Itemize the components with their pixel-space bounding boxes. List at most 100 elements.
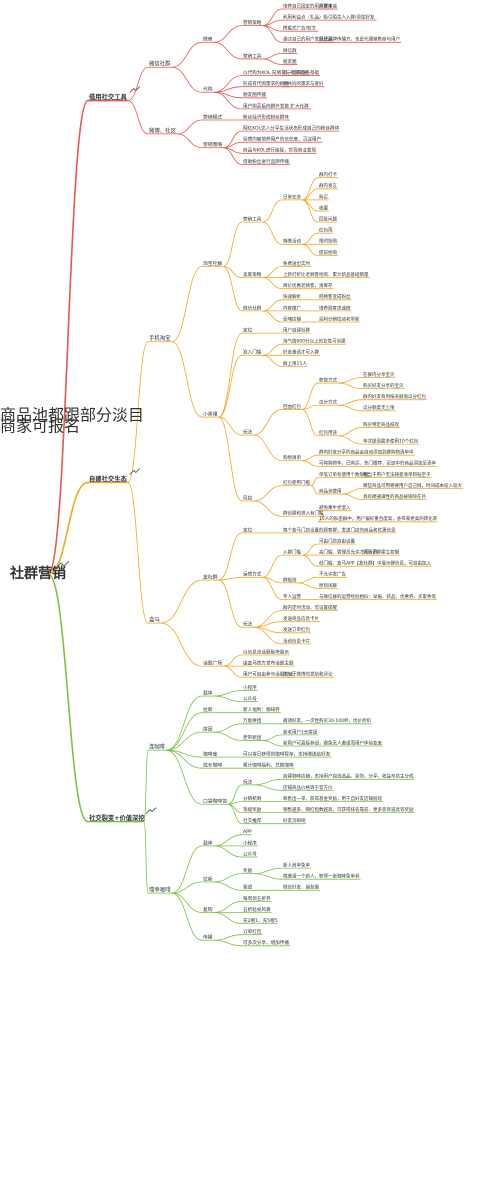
- topic-topic[interactable]: 营销工具: [243, 52, 262, 59]
- topic-topic[interactable]: 在群内分享宝贝: [363, 371, 395, 378]
- topic-topic[interactable]: 卖家策略: [243, 271, 262, 278]
- topic-topic[interactable]: 以信息流话题板块展示: [243, 648, 289, 655]
- topic-topic[interactable]: 老带新团: [243, 734, 262, 741]
- topic-topic[interactable]: 适用于群建立初期: [363, 549, 399, 556]
- topic-kol[interactable]: 网红KOL达人分享生活状态形成自己的粉丝群体: [243, 125, 340, 132]
- topic-topic[interactable]: 朋友亲戚: [319, 2, 337, 9]
- topic-topic[interactable]: 购买特定商品抵现: [363, 421, 399, 428]
- topic-topic[interactable]: 新人首单免单: [283, 862, 310, 869]
- topic-topic[interactable]: 返利分销拉动老带新: [319, 315, 360, 322]
- topic-topic[interactable]: 每周领五折券: [243, 895, 271, 902]
- topic-topic[interactable]: 微信群: [283, 47, 297, 54]
- topic-topic[interactable]: 原则闲聊: [319, 582, 337, 589]
- topic-kol[interactable]: 以代购为KOL 向朋友与亲戚辐射: [243, 69, 309, 76]
- topic-topic[interactable]: 限时抢购: [319, 238, 337, 245]
- topic-topic[interactable]: 奖励: [243, 867, 253, 874]
- topic-topic[interactable]: 连咖啡: [149, 743, 166, 751]
- topic-topic[interactable]: 日常任务: [283, 193, 301, 200]
- topic-topic[interactable]: 群内定时活动、可设置提醒: [283, 604, 337, 611]
- topic-topic[interactable]: 万能拼团: [243, 717, 262, 724]
- topic-topic[interactable]: 拉新: [203, 875, 213, 882]
- topic-topic[interactable]: 类似于微博的发帖和评论: [283, 671, 333, 678]
- topic-30-100[interactable]: 邀请好友，一次性购买30-100杯，优价折扣: [283, 717, 371, 724]
- topic-topic[interactable]: 瑞幸咖啡: [149, 885, 171, 893]
- topic-topic[interactable]: 内容推广: [283, 304, 301, 311]
- topic-topic[interactable]: 成长咖啡: [203, 762, 222, 769]
- topic-topic[interactable]: 购买好友分享的宝贝: [363, 382, 404, 389]
- topic-topic[interactable]: 瓜分方式: [319, 399, 337, 406]
- main-topic-traffic[interactable]: 社交裂变+价值深挖: [88, 807, 157, 822]
- topic-topic[interactable]: 有一定的信任基础: [283, 69, 319, 76]
- topic-topic[interactable]: 培养自己固定的用户群体: [283, 2, 333, 9]
- topic-topic[interactable]: 口袋咖啡馆: [203, 798, 227, 805]
- topic-topic[interactable]: 群内好友每周按贡献值瓜分红包: [363, 393, 426, 400]
- topic-topic[interactable]: 小黑裙: [203, 410, 218, 417]
- root-topic[interactable]: 社群营销: [9, 560, 70, 582]
- topic-topic[interactable]: 销售越多，网红指数越高，可获得排名靠前、更多装饰道具等奖励: [283, 806, 414, 813]
- topic-topic[interactable]: 上新打折比老顾客抢购、累计新品基础销量: [283, 271, 369, 278]
- topic-topic[interactable]: 相当于用户无法随意凑单和钻空子: [363, 471, 431, 478]
- topic-topic[interactable]: 商品池使用: [319, 487, 342, 494]
- topic-topic[interactable]: 渠道: [243, 884, 253, 891]
- topic-1[interactable]: 新老用户1元拼团: [283, 728, 318, 735]
- topic-topic[interactable]: 经营内容培养用户的信任度、沉淀用户: [243, 136, 321, 143]
- topic-topic[interactable]: 免费送出实时: [283, 260, 310, 267]
- topic-topic[interactable]: 既是品牌传播方，也是代理销售商与用户: [319, 36, 400, 43]
- topic-topic[interactable]: 收藏: [319, 204, 328, 211]
- topic-topic[interactable]: 营销工具: [243, 216, 262, 223]
- topic-kol[interactable]: 商品与KOL进行连接，实现商业变现: [243, 147, 317, 154]
- topic-topic[interactable]: 营销策略: [203, 141, 222, 148]
- topic-topic[interactable]: 微信社群: [243, 304, 262, 311]
- topic-topic[interactable]: 活动信息卡片: [283, 637, 310, 644]
- topic-topic[interactable]: 可以将已获得的咖啡暂存，支持赠送给好友: [243, 751, 331, 758]
- topic-topic[interactable]: 借助粉丝进行品牌传播: [243, 158, 289, 165]
- topic-topic[interactable]: 微商: [203, 36, 213, 43]
- topic-topic[interactable]: 拼团: [203, 726, 213, 733]
- topic-topic[interactable]: 话题广场: [203, 660, 222, 667]
- topic-topic[interactable]: 单笔订单有使用个数限制: [319, 471, 369, 478]
- topic-topic[interactable]: 可将购物车、已购买、热门推荐、足迹中的商品添加至清单: [319, 460, 436, 467]
- topic-topic[interactable]: 代购: [203, 86, 213, 93]
- topic-topic[interactable]: 用户可自由参与话题讨论: [243, 671, 294, 678]
- topic-topic[interactable]: 用户自建社群: [283, 327, 310, 334]
- topic-topic[interactable]: 购物清单: [283, 454, 301, 461]
- topic-app[interactable]: 低门槛：盒马APP【盒社群】中展示群信息，可自由加入: [319, 560, 432, 567]
- topic-topic[interactable]: 五折轻食风暴: [243, 906, 271, 913]
- topic-topic[interactable]: 入群门槛: [283, 549, 301, 556]
- topic-topic[interactable]: 反哺店铺: [283, 315, 301, 322]
- topic-topic[interactable]: 购买: [319, 193, 328, 200]
- topic-app[interactable]: APP: [243, 829, 252, 835]
- topic-topic[interactable]: 具有硬通满性的商品被排除在外: [363, 493, 426, 500]
- main-topic-self_built[interactable]: 自建社交生态: [89, 468, 141, 483]
- topic-topic[interactable]: 避免乘牛党混入: [319, 504, 351, 511]
- topic-topic[interactable]: 等级奖励: [243, 806, 262, 813]
- topic-topic[interactable]: 通过自己的用户发展代理: [283, 36, 333, 43]
- main-topic-social_tools[interactable]: 借用社交工具: [88, 86, 141, 101]
- topic-topic[interactable]: 订单红包: [243, 928, 262, 935]
- topic-topic[interactable]: 风控: [243, 494, 253, 501]
- topic-topic[interactable]: 群规则: [283, 576, 297, 583]
- topic-topic[interactable]: 微博、社区: [149, 126, 177, 134]
- topic-topic[interactable]: 发送订单红包: [283, 626, 310, 633]
- topic-topic[interactable]: 好友邀请才可入群: [283, 349, 319, 356]
- topic-600[interactable]: 淘气值600分以上的女性可创建: [283, 338, 346, 345]
- topic-topic[interactable]: 特殊活动: [283, 238, 301, 245]
- topic-topic[interactable]: 拉新: [203, 706, 213, 713]
- topic-topic[interactable]: 定位: [243, 526, 253, 533]
- topic-topic[interactable]: 降价优惠老顾客、清库存: [283, 282, 333, 289]
- topic-topic[interactable]: 群内发言: [319, 182, 337, 189]
- topic-topic[interactable]: 可由门店自由设置: [319, 537, 355, 544]
- topic-15[interactable]: 15人的私密群中，用户偏好重合度高，会带来更高的转化率: [319, 515, 438, 522]
- topic-topic[interactable]: 回复问题: [319, 216, 337, 223]
- topic-15[interactable]: 群上限15人: [283, 360, 307, 367]
- topic-topic[interactable]: 盒社群: [203, 573, 218, 580]
- topic-topic[interactable]: 新用户可直接参团，避免无人邀请而用户体验变差: [283, 739, 382, 746]
- topic-topic[interactable]: 盒马: [149, 615, 160, 623]
- topic-topic[interactable]: 社交推荐: [243, 817, 262, 824]
- topic-topic[interactable]: 运营方式: [243, 571, 262, 578]
- topic-topic[interactable]: 快速解析: [283, 293, 301, 300]
- topic-2-1-5-5[interactable]: 充2赠1、充5赠5: [243, 917, 278, 924]
- topic-topic[interactable]: 准入门槛: [243, 349, 262, 356]
- topic-topic[interactable]: 营销策略: [243, 19, 262, 26]
- topic-topic[interactable]: 定位: [243, 327, 253, 334]
